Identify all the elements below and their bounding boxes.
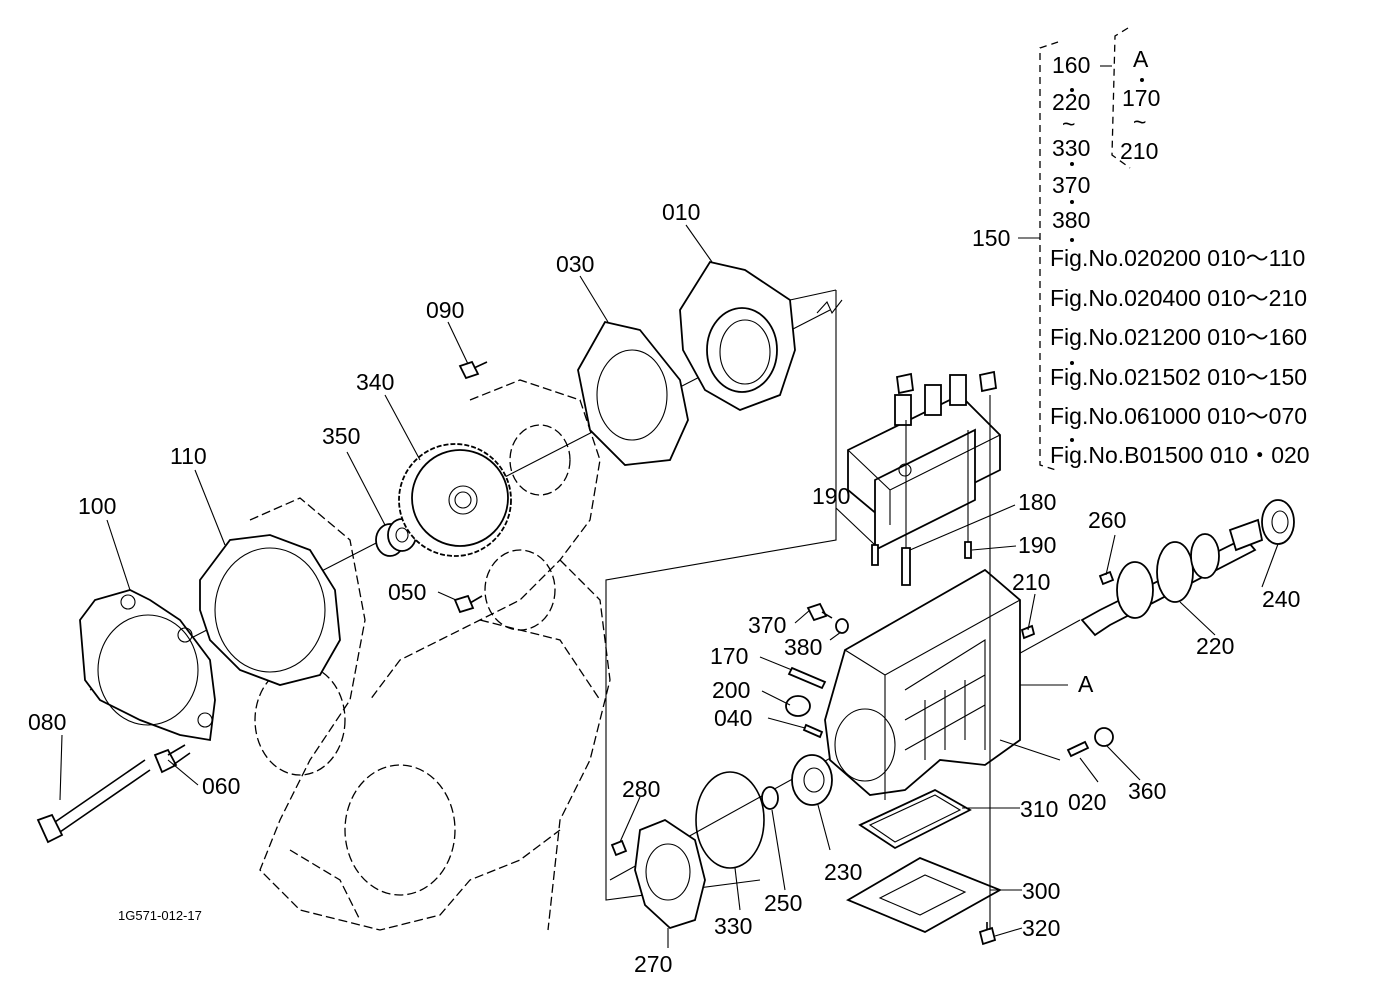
label-260: 260: [1088, 507, 1126, 533]
fig-ref: Fig.No.B01500 010・020: [1050, 442, 1310, 468]
kit-list: 160 220 ~ 330 370 380 A 170 ~ 210 Fig.No…: [1050, 46, 1310, 468]
bolt-280: [610, 839, 628, 857]
label-030: 030: [556, 251, 594, 277]
short-bolt-060: [153, 744, 191, 774]
bolt-090: [458, 360, 488, 380]
kit-item: 380: [1052, 207, 1090, 233]
fig-ref: Fig.No.020200 010～110: [1050, 245, 1305, 271]
bolt-320: [978, 922, 997, 946]
fig-ref: Fig.No.021502 010～150: [1050, 364, 1307, 390]
label-190b: 190: [1018, 532, 1056, 558]
bolt-050: [453, 594, 483, 614]
fig-ref: Fig.No.020400 010～210: [1050, 285, 1307, 311]
label-340: 340: [356, 369, 394, 395]
gear-case-cover: [79, 589, 216, 742]
label-A: A: [1078, 671, 1094, 697]
engine-block-outline: [249, 379, 611, 931]
pump-housing: [824, 568, 1021, 800]
stud-020: [1066, 740, 1090, 758]
label-270: 270: [634, 951, 672, 977]
camshaft: [1080, 518, 1264, 637]
label-100: 100: [78, 493, 116, 519]
label-310: 310: [1020, 796, 1058, 822]
kit-item: 370: [1052, 172, 1090, 198]
injection-pump: [847, 370, 1001, 552]
label-320: 320: [1022, 915, 1060, 941]
label-170: 170: [710, 643, 748, 669]
leader-020-pump: [999, 739, 1061, 761]
label-210: 210: [1012, 569, 1050, 595]
sub-kit-tilde: ~: [1133, 109, 1146, 135]
kit-item: 160: [1052, 52, 1090, 78]
label-080: 080: [28, 709, 66, 735]
stud-bolts: [871, 395, 991, 600]
stud-170: [787, 666, 827, 690]
label-190a: 190: [812, 483, 850, 509]
kit-list-brackets: [1018, 27, 1144, 471]
oil-seal: [791, 754, 833, 806]
cover-gasket: [199, 534, 341, 686]
leader-lines: [59, 224, 1279, 948]
label-360: 360: [1128, 778, 1166, 804]
sub-kit-item: 170: [1122, 85, 1160, 111]
label-280: 280: [622, 776, 660, 802]
nut-360: [1094, 727, 1114, 747]
label-020: 020: [1068, 789, 1106, 815]
long-bolt: [36, 759, 151, 844]
label-330: 330: [714, 913, 752, 939]
label-300: 300: [1022, 878, 1060, 904]
label-040: 040: [714, 705, 752, 731]
label-090: 090: [426, 297, 464, 323]
label-380: 380: [784, 634, 822, 660]
kit-range-tilde: ~: [1062, 111, 1075, 137]
o-ring: [695, 771, 765, 869]
sub-kit-item: 210: [1120, 138, 1158, 164]
label-250: 250: [764, 890, 802, 916]
label-200: 200: [712, 677, 750, 703]
label-010: 010: [662, 199, 700, 225]
fig-ref: Fig.No.061000 010～070: [1050, 403, 1307, 429]
label-350: 350: [322, 423, 360, 449]
drive-gear: [398, 443, 512, 557]
snap-ring: [761, 786, 779, 810]
flange-plate: [679, 260, 796, 411]
bolt-370: [806, 602, 833, 622]
side-cover-300: [845, 857, 1003, 933]
label-060: 060: [202, 773, 240, 799]
label-180: 180: [1018, 489, 1056, 515]
sub-kit-label: A: [1133, 46, 1149, 72]
label-230: 230: [824, 859, 862, 885]
camshaft-bearing: [1261, 499, 1295, 545]
drawing-code: 1G571-012-17: [118, 908, 202, 923]
part-labels: 010 030 090 340 350 110 100 050 080 060 …: [28, 199, 1300, 977]
label-370: 370: [748, 612, 786, 638]
fig-ref: Fig.No.021200 010～160: [1050, 324, 1307, 350]
label-110: 110: [170, 443, 207, 469]
kit-item: 220: [1052, 89, 1090, 115]
label-220: 220: [1196, 633, 1234, 659]
plug-200: [785, 695, 811, 717]
label-150: 150: [972, 225, 1010, 251]
label-050: 050: [388, 579, 426, 605]
plate-gasket: [577, 320, 689, 466]
kit-item: 330: [1052, 135, 1090, 161]
washer-380: [835, 618, 849, 634]
pin-040: [802, 723, 824, 739]
cover-gasket-310: [858, 788, 972, 850]
blind-flange: [634, 818, 706, 930]
label-240: 240: [1262, 586, 1300, 612]
